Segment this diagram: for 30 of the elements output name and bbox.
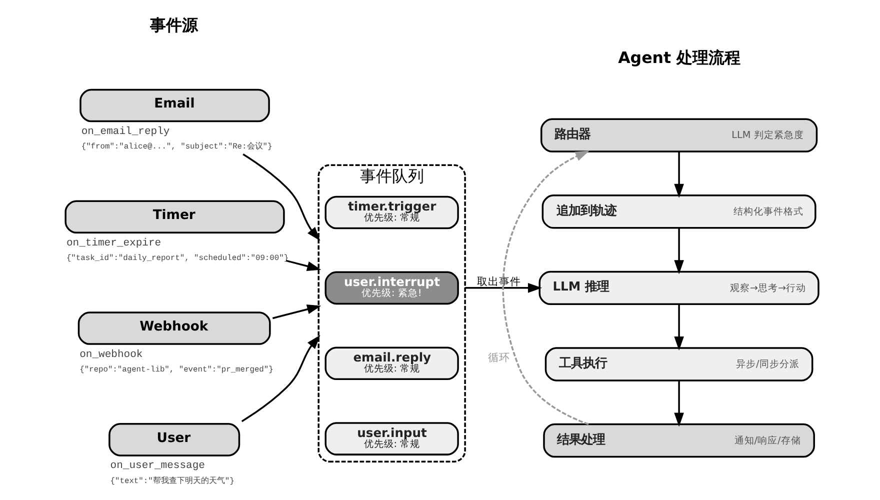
node-box: timer.trigger 优先级: 常规 bbox=[324, 196, 458, 230]
label: Agent 处理流程 bbox=[618, 48, 740, 67]
arrow bbox=[674, 304, 684, 350]
arrow bbox=[272, 304, 321, 320]
node-box: 工具执行 异步/同步分派 bbox=[544, 347, 813, 382]
arrow bbox=[502, 150, 589, 425]
node-label: {"from":"alice@...", "subject":"Re:会议"} bbox=[80, 142, 272, 152]
node-label: on_user_message bbox=[110, 460, 204, 472]
arrow bbox=[240, 335, 320, 422]
node-box: email.reply 优先级: 常规 bbox=[324, 346, 458, 380]
node-label: {"text":"帮我查下明天的天气"} bbox=[110, 476, 234, 486]
edge-label: 循环 bbox=[487, 352, 510, 364]
node-box: 追加到轨迹 结构化事件格式 bbox=[541, 194, 816, 229]
node-box: user.interrupt 优先级: 紧急! bbox=[324, 271, 458, 305]
arrow bbox=[286, 260, 321, 271]
node-label: {"repo":"agent-lib", "event":"pr_merged"} bbox=[79, 365, 273, 374]
arrow bbox=[464, 283, 542, 293]
arrow bbox=[242, 154, 320, 241]
node-label: {"task_id":"daily_report", "scheduled":"09:00"} bbox=[66, 254, 288, 264]
node-box: user.input 优先级: 常规 bbox=[324, 422, 458, 456]
arrow bbox=[674, 152, 684, 198]
node-box: LLM 推理 观察→思考→行动 bbox=[538, 270, 819, 306]
node-label: on_webhook bbox=[79, 348, 142, 361]
node-label: on_timer_expire bbox=[66, 237, 161, 250]
label: 事件源 bbox=[150, 15, 198, 34]
node-box: 路由器 LLM 判定紧急度 bbox=[540, 118, 818, 152]
arrow bbox=[674, 380, 684, 427]
node-label: on_email_reply bbox=[80, 126, 170, 138]
arrow bbox=[674, 228, 684, 274]
node-box: 结果处理 通知/响应/存储 bbox=[542, 423, 814, 458]
